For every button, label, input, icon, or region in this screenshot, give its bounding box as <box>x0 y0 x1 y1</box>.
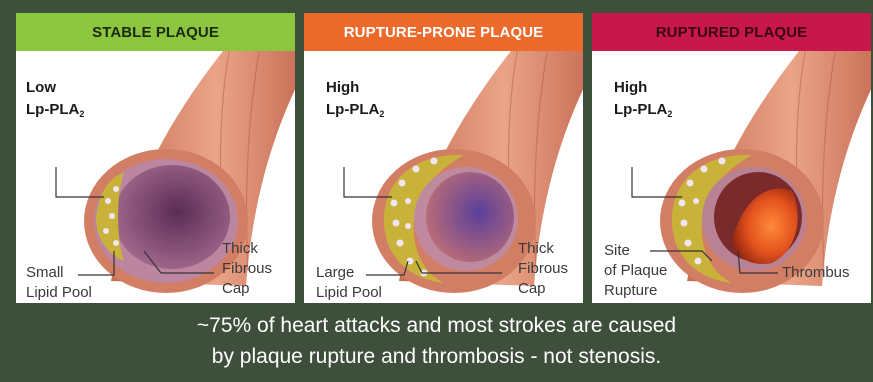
lipid-pool-label: Large Lipid Pool <box>316 263 382 303</box>
panel-title: STABLE PLAQUE <box>92 24 219 41</box>
panel-title: RUPTURED PLAQUE <box>656 24 808 41</box>
footer-line-1: ~75% of heart attacks and most strokes a… <box>0 310 873 341</box>
lp-pla2-label: High Lp-PLA2 <box>326 77 384 125</box>
footer-line-2: by plaque rupture and thrombosis - not s… <box>0 341 873 372</box>
fibrous-cap-label: Thick Fibrous Cap <box>222 239 272 299</box>
rupture-site-label: Site of Plaque Rupture <box>604 241 667 301</box>
lipid-pool-label: Small Lipid Pool <box>26 263 92 303</box>
fibrous-cap-label: Thick Fibrous Cap <box>518 239 568 299</box>
panel-title: RUPTURE-PRONE PLAQUE <box>344 24 544 41</box>
panel-rupture-prone-plaque: RUPTURE-PRONE PLAQUE <box>304 13 583 303</box>
panel-header-rupture-prone: RUPTURE-PRONE PLAQUE <box>304 13 583 51</box>
thrombus-label: Thrombus <box>782 263 850 283</box>
lp-pla2-label: High Lp-PLA2 <box>614 77 672 125</box>
panel-header-ruptured: RUPTURED PLAQUE <box>592 13 871 51</box>
panel-header-stable: STABLE PLAQUE <box>16 13 295 51</box>
panel-ruptured-plaque: RUPTURED PLAQUE <box>592 13 871 303</box>
footer-caption: ~75% of heart attacks and most strokes a… <box>0 310 873 382</box>
panel-stable-plaque: STABLE PLAQUE <box>16 13 295 303</box>
lp-pla2-label: Low Lp-PLA2 <box>26 77 84 125</box>
